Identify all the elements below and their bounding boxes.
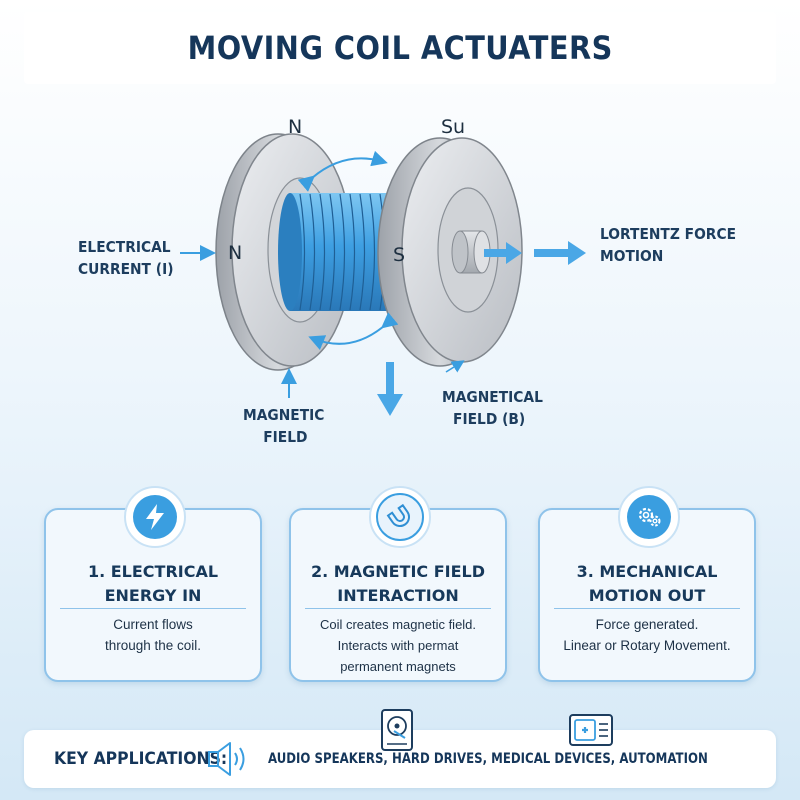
pole-label-left: N — [228, 242, 243, 264]
speaker-icon — [208, 742, 245, 776]
field-arc-top-icon — [297, 150, 388, 192]
force-label: LORTENTZ FORCE MOTION — [600, 225, 737, 265]
downward-arrow-icon — [377, 362, 403, 416]
card-divider — [60, 608, 246, 609]
pole-label-top-right: Su — [441, 116, 466, 138]
force-arrow-icon — [484, 241, 586, 265]
field-arc-bottom-icon — [308, 312, 399, 351]
current-label: ELECTRICAL CURRENT (I) — [78, 238, 174, 278]
field-b-arrow-icon — [445, 360, 465, 373]
horseshoe-magnet-icon — [376, 493, 424, 541]
page-title: MOVING COIL ACTUATERS — [187, 29, 613, 67]
magnetical-field-label: MAGNETICAL FIELD (B) — [442, 388, 543, 428]
applications-list: AUDIO SPEAKERS, HARD DRIVES, MEDICAL DEV… — [268, 751, 708, 767]
gears-icon — [627, 495, 671, 539]
lightning-bolt-icon — [133, 495, 177, 539]
actuator-diagram — [180, 133, 586, 416]
title-banner: MOVING COIL ACTUATERS — [24, 12, 776, 84]
applications-label: KEY APPLICATIONS: — [54, 749, 228, 769]
card-description: Coil creates magnetic field.Interacts wi… — [319, 617, 477, 674]
card-divider — [305, 608, 491, 609]
magnetic-field-label: MAGNETIC FIELD — [243, 406, 325, 446]
medical-monitor-icon — [569, 714, 613, 746]
pole-label-right: S — [393, 244, 406, 266]
pole-label-top-left: N — [288, 116, 303, 138]
card-description: Force generated.Linear or Rotary Movemen… — [563, 617, 731, 653]
hard-drive-icon — [381, 709, 413, 751]
card-divider — [554, 608, 740, 609]
key-applications-bar: KEY APPLICATIONS: AUDIO SPEAKERS, HARD D… — [24, 709, 776, 788]
